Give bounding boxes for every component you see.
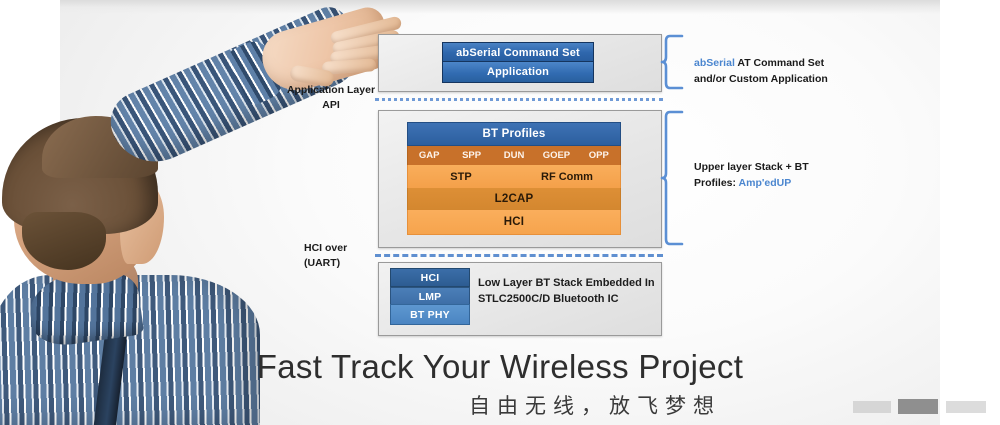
block-l2cap[interactable]: L2CAP bbox=[407, 188, 621, 210]
label-abserial-line2: and/or Custom Application bbox=[694, 72, 828, 85]
brace-upper-stack-icon bbox=[660, 110, 686, 246]
label-ampedup-accent: Amp'edUP bbox=[738, 176, 792, 189]
low-layer-description: Low Layer BT Stack Embedded In STLC2500C… bbox=[478, 276, 658, 308]
callout-application-layer-api: Application Layer API bbox=[281, 83, 381, 113]
profile-dun[interactable]: DUN bbox=[503, 150, 525, 161]
block-hci-upper[interactable]: HCI bbox=[407, 210, 621, 235]
block-rf-comm[interactable]: RF Comm bbox=[541, 170, 593, 183]
block-bt-phy[interactable]: BT PHY bbox=[390, 304, 470, 325]
callout-hci-over-line1: HCI over bbox=[304, 242, 348, 254]
label-profiles-prefix: Profiles: bbox=[694, 176, 739, 189]
low-layer-description-line1: Low Layer BT Stack Embedded In bbox=[478, 277, 655, 289]
label-abserial-at-command-set: abSerial AT Command Set and/or Custom Ap… bbox=[694, 56, 884, 88]
slide-title: Fast Track Your Wireless Project bbox=[256, 348, 744, 385]
block-bt-profiles[interactable]: BT Profiles bbox=[407, 122, 621, 146]
label-abserial-line1: abSerial AT Command Set bbox=[694, 56, 884, 72]
callout-hci-over-line2: (UART) bbox=[304, 257, 341, 270]
presenter-hair-nape bbox=[22, 212, 106, 270]
slide-background-top-shade bbox=[60, 0, 940, 14]
callout-application-layer-line1: Application Layer bbox=[286, 84, 376, 96]
profile-opp[interactable]: OPP bbox=[588, 150, 609, 161]
brace-application-icon bbox=[660, 34, 686, 90]
callout-hci-over-uart: HCI over (UART) bbox=[304, 241, 384, 271]
presenter-photo bbox=[0, 0, 403, 425]
separator-upper-lowlayer bbox=[375, 254, 663, 257]
label-abserial-rest: AT Command Set bbox=[734, 57, 825, 69]
stp-rfcomm-row: STP RF Comm bbox=[407, 165, 621, 188]
callout-application-layer-line2: API bbox=[322, 99, 340, 112]
block-abserial-command-set[interactable]: abSerial Command Set bbox=[442, 42, 594, 62]
logo-mark-left bbox=[853, 401, 891, 413]
low-layer-description-line2: STLC2500C/D Bluetooth IC bbox=[478, 292, 619, 305]
label-upper-layer-stack: Upper layer Stack + BT Profiles: Amp'edU… bbox=[694, 160, 884, 192]
label-upper-stack-line2: Profiles: Amp'edUP bbox=[694, 176, 884, 192]
slide-subtitle: 自由无线，放飞梦想 bbox=[469, 394, 721, 418]
profile-spp[interactable]: SPP bbox=[462, 150, 482, 161]
profiles-row: GAP SPP DUN GOEP OPP bbox=[407, 146, 621, 165]
profile-gap[interactable]: GAP bbox=[418, 150, 440, 161]
block-hci-low[interactable]: HCI bbox=[390, 268, 470, 287]
slide-background-right-margin bbox=[940, 0, 1000, 425]
block-stp[interactable]: STP bbox=[450, 170, 472, 183]
logo-mark-center bbox=[898, 399, 938, 414]
block-application[interactable]: Application bbox=[442, 61, 594, 83]
label-upper-stack-line1: Upper layer Stack + BT bbox=[694, 161, 809, 173]
label-abserial-accent: abSerial bbox=[694, 57, 735, 69]
separator-application-upper bbox=[375, 98, 663, 101]
logo-mark-right bbox=[946, 401, 986, 413]
profile-goep[interactable]: GOEP bbox=[542, 150, 571, 161]
